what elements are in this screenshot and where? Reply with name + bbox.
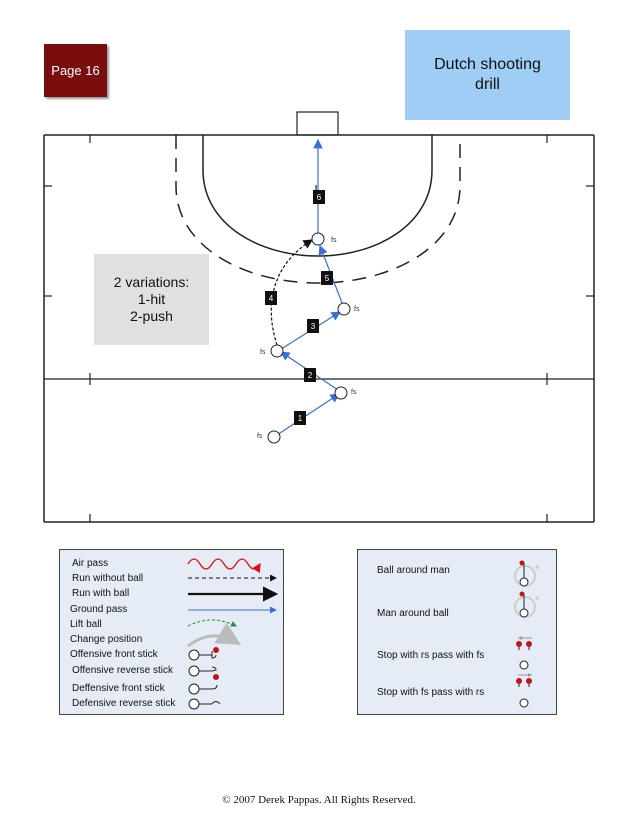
offensive-reverse-stick-icon bbox=[188, 665, 219, 680]
legend-stop-rs-pass-fs: Stop with rs pass with fs bbox=[377, 650, 485, 661]
variation-1: 1-hit bbox=[137, 291, 166, 307]
goal bbox=[296, 111, 339, 136]
variations-box: 2 variations: 1-hit 2-push bbox=[94, 254, 209, 345]
field-diagram: fs fs fs fs fs 1 2 3 4 5 6 bbox=[43, 111, 595, 523]
svg-text:fs: fs bbox=[257, 433, 263, 440]
drill-title-line1: Dutch shooting bbox=[434, 56, 541, 73]
field-tick-marks bbox=[44, 135, 594, 522]
legend-left: Air pass Run without ball Run with ball … bbox=[59, 549, 284, 715]
svg-text:3: 3 bbox=[311, 322, 316, 331]
legend-defensive-reverse-stick: Defensive reverse stick bbox=[72, 698, 176, 709]
dashed-circle bbox=[175, 135, 461, 284]
variation-2: 2-push bbox=[130, 308, 173, 324]
player-2: fs bbox=[334, 386, 357, 400]
seq-3: 3 bbox=[307, 319, 319, 333]
lift-ball-icon bbox=[187, 619, 237, 627]
player-4: fs bbox=[337, 302, 360, 316]
svg-text:fs: fs bbox=[260, 349, 266, 356]
seq-2: 2 bbox=[304, 368, 316, 382]
svg-text:fs: fs bbox=[354, 306, 360, 313]
seq-5: 5 bbox=[321, 271, 333, 285]
legend-ball-around-man: Ball around man bbox=[377, 565, 450, 576]
svg-text:4: 4 bbox=[269, 294, 274, 303]
copyright: © 2007 Derek Pappas. All Rights Reserved… bbox=[222, 794, 416, 806]
seq-4: 4 bbox=[265, 291, 277, 305]
drill-title-line2: drill bbox=[475, 76, 500, 93]
svg-text:1: 1 bbox=[298, 414, 303, 423]
svg-text:fs: fs bbox=[351, 389, 357, 396]
legend-left-symbols bbox=[187, 558, 279, 710]
player-5: fs bbox=[311, 232, 337, 246]
player-1: fs bbox=[257, 430, 281, 444]
legend-air-pass: Air pass bbox=[72, 558, 109, 569]
change-position-icon bbox=[187, 622, 242, 648]
seq-1: 1 bbox=[294, 411, 306, 425]
stop-fs-pass-rs-icon bbox=[516, 673, 532, 708]
legend-change-position: Change position bbox=[70, 634, 143, 645]
legend-stop-fs-pass-rs: Stop with fs pass with rs bbox=[377, 687, 485, 698]
defensive-front-stick-icon bbox=[188, 683, 218, 695]
svg-text:fs: fs bbox=[331, 237, 337, 244]
drill-title: Dutch shooting drill bbox=[405, 30, 570, 120]
legend-offensive-front-stick: Offensive front stick bbox=[70, 649, 158, 660]
seq-6: 6 bbox=[313, 190, 325, 204]
stop-rs-pass-fs-icon bbox=[516, 636, 532, 670]
legend-right-symbols bbox=[514, 560, 539, 708]
legend-defensive-front-stick: Deffensive front stick bbox=[72, 683, 165, 694]
legend-run-with-ball: Run with ball bbox=[72, 588, 130, 599]
pass-1 bbox=[273, 393, 341, 438]
run-4 bbox=[270, 239, 314, 346]
legend-lift-ball: Lift ball bbox=[70, 619, 102, 630]
svg-text:2: 2 bbox=[308, 371, 313, 380]
ball-around-man-icon bbox=[514, 560, 539, 587]
defensive-reverse-stick-icon bbox=[188, 698, 221, 710]
air-pass-icon bbox=[187, 558, 261, 574]
legend-man-around-ball: Man around ball bbox=[377, 608, 449, 619]
page-badge: Page 16 bbox=[44, 44, 107, 97]
shooting-circle bbox=[202, 135, 433, 257]
legend-right: Ball around man Man around ball Stop wit… bbox=[357, 549, 557, 715]
svg-text:6: 6 bbox=[317, 193, 322, 202]
man-around-ball-icon bbox=[514, 591, 539, 618]
variations-heading: 2 variations: bbox=[113, 274, 190, 290]
player-3: fs bbox=[260, 344, 284, 358]
legend-run-without-ball: Run without ball bbox=[72, 573, 144, 584]
svg-text:5: 5 bbox=[325, 274, 330, 283]
legend-ground-pass: Ground pass bbox=[70, 604, 128, 615]
offensive-front-stick-icon bbox=[188, 647, 219, 661]
legend-offensive-reverse-stick: Offensive reverse stick bbox=[72, 665, 173, 676]
